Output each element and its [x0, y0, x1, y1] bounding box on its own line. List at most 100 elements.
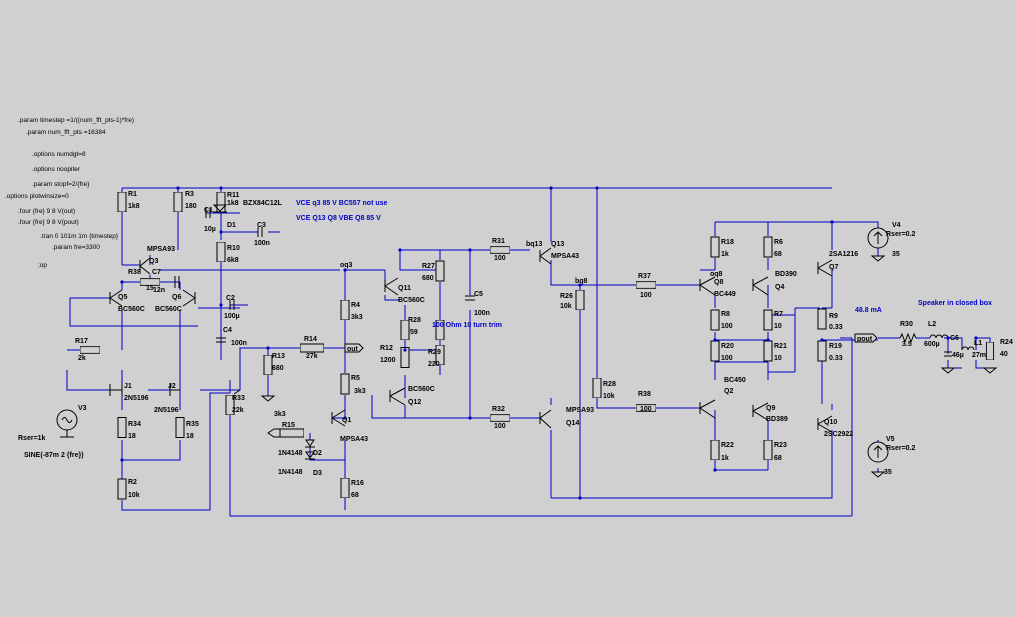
- directive-op: ;op: [38, 262, 47, 269]
- label-C3: C3: [257, 222, 266, 229]
- value-R11: 1k8: [227, 200, 239, 207]
- component-labels: R1 1k8 R3 180 R11 1k8 C1 10µ D1 BZX84C12…: [18, 191, 1013, 499]
- label-R15: R15: [282, 422, 295, 429]
- label-Q6: Q6: [172, 294, 181, 301]
- label-D2: D2: [313, 450, 322, 457]
- port-out: out: [347, 346, 359, 353]
- label-R8: R8: [721, 311, 730, 318]
- spice-directives: .param timestep =1/((num_fft_pts-1)*fre)…: [5, 117, 134, 269]
- model-Q12: BC560C: [408, 386, 435, 393]
- directive-tran: .tran 0 101m 1m {timestep}: [40, 233, 119, 240]
- value-R31: 100: [494, 255, 506, 262]
- value-V3-rser: Rser=1k: [18, 435, 46, 442]
- label-R27: R27: [422, 263, 435, 270]
- model-Q8: BC449: [714, 291, 736, 298]
- wires: [66, 187, 991, 517]
- value-V5-rser: Rser=0.2: [886, 445, 915, 452]
- value-D1: BZX84C12L: [243, 200, 283, 207]
- directive-plotwinsize: .options plotwinsize=0: [5, 193, 69, 200]
- label-Q5: Q5: [118, 294, 127, 301]
- value-R7: 10: [774, 323, 782, 330]
- value-R38: 15: [146, 285, 154, 292]
- note-vce-q3: VCE q3 85 V BC557 not use: [296, 200, 388, 207]
- label-Q13: Q13: [551, 241, 564, 248]
- label-V5: V5: [886, 436, 895, 443]
- label-Q14: Q14: [566, 420, 579, 427]
- model-D2: 1N4148: [278, 450, 303, 457]
- value-R2: 10k: [128, 492, 140, 499]
- directive-fre: .param fre=3300: [52, 244, 100, 251]
- label-R2: R2: [128, 479, 137, 486]
- note-speaker: Speaker in closed box: [918, 300, 992, 307]
- label-R29: R29: [428, 349, 441, 356]
- label-Q8: Q8: [714, 279, 723, 286]
- label-Q1: Q1: [342, 417, 351, 424]
- label-R38-100: R38: [638, 391, 651, 398]
- model-Q4: BD390: [775, 271, 797, 278]
- label-R7: R7: [774, 311, 783, 318]
- directive-timestep: .param timestep =1/((num_fft_pts-1)*fre): [18, 117, 134, 124]
- model-Q3: MPSA93: [147, 246, 175, 253]
- label-C5: C5: [474, 291, 483, 298]
- net-bq8: bq8: [575, 278, 588, 285]
- value-R29: 220: [428, 361, 440, 368]
- label-R11: R11: [227, 192, 240, 199]
- value-L1: 27m: [972, 352, 986, 359]
- junction-dots: [120, 186, 978, 500]
- label-R17: R17: [75, 338, 88, 345]
- directive-four1: .four {fre} 9 8 V(out): [18, 208, 75, 215]
- label-R16: R16: [351, 480, 364, 487]
- value-R1: 1k8: [128, 203, 140, 210]
- label-R21: R21: [774, 343, 787, 350]
- label-R20: R20: [721, 343, 734, 350]
- model-Q7: 2SA1216: [829, 251, 858, 258]
- value-R12: 1200: [380, 357, 396, 364]
- value-R22: 1k: [721, 455, 729, 462]
- net-oq3: oq3: [340, 262, 353, 269]
- model-Q5: BC560C: [118, 306, 145, 313]
- label-Q3: Q3: [149, 258, 158, 265]
- label-R19: R19: [829, 343, 842, 350]
- label-R3: R3: [185, 191, 194, 198]
- label-R38: R38: [128, 269, 141, 276]
- value-C4: 100n: [231, 340, 247, 347]
- value-C2: 100µ: [224, 313, 240, 320]
- value-C7: 12n: [153, 287, 165, 294]
- value-C3: 100n: [254, 240, 270, 247]
- label-V4: V4: [892, 222, 901, 229]
- value-R23: 68: [774, 455, 782, 462]
- directive-four2: .four {fre} 9 8 V(pout): [18, 219, 79, 226]
- model-J1: 2N5196: [124, 395, 149, 402]
- value-V4-rser: Rser=0.2: [886, 231, 915, 238]
- value-V3-sine: SINE(-87m 2 {fre}): [24, 452, 84, 459]
- label-Q7: Q7: [829, 264, 838, 271]
- value-R38-100: 100: [640, 406, 652, 413]
- label-R32: R32: [492, 406, 505, 413]
- value-R8: 100: [721, 323, 733, 330]
- label-L1: L1: [974, 340, 982, 347]
- value-R26: 10k: [560, 303, 572, 310]
- value-L2: 600µ: [924, 341, 940, 348]
- net-bq13: bq13: [526, 241, 542, 248]
- model-Q14: MPSA93: [566, 407, 594, 414]
- value-R9: 0.33: [829, 324, 843, 331]
- model-Q10: 2SC2922: [824, 431, 853, 438]
- value-R21: 10: [774, 355, 782, 362]
- label-R34: R34: [128, 421, 141, 428]
- label-R28-10k: R28: [603, 381, 616, 388]
- model-Q6: BC560C: [155, 306, 182, 313]
- value-R30: 3.5: [902, 341, 912, 348]
- label-Q9: Q9: [766, 405, 775, 412]
- value-R17: 2k: [78, 355, 86, 362]
- value-R19: 0.33: [829, 355, 843, 362]
- label-R23: R23: [774, 442, 787, 449]
- directive-stopf: .param stopf=2/{fre}: [32, 181, 90, 188]
- label-R26: R26: [560, 293, 573, 300]
- value-R3: 180: [185, 203, 197, 210]
- value-R32: 100: [494, 423, 506, 430]
- label-R31: R31: [492, 238, 505, 245]
- value-R10: 6k8: [227, 257, 239, 264]
- value-R27: 680: [422, 275, 434, 282]
- model-Q9: BD389: [766, 416, 788, 423]
